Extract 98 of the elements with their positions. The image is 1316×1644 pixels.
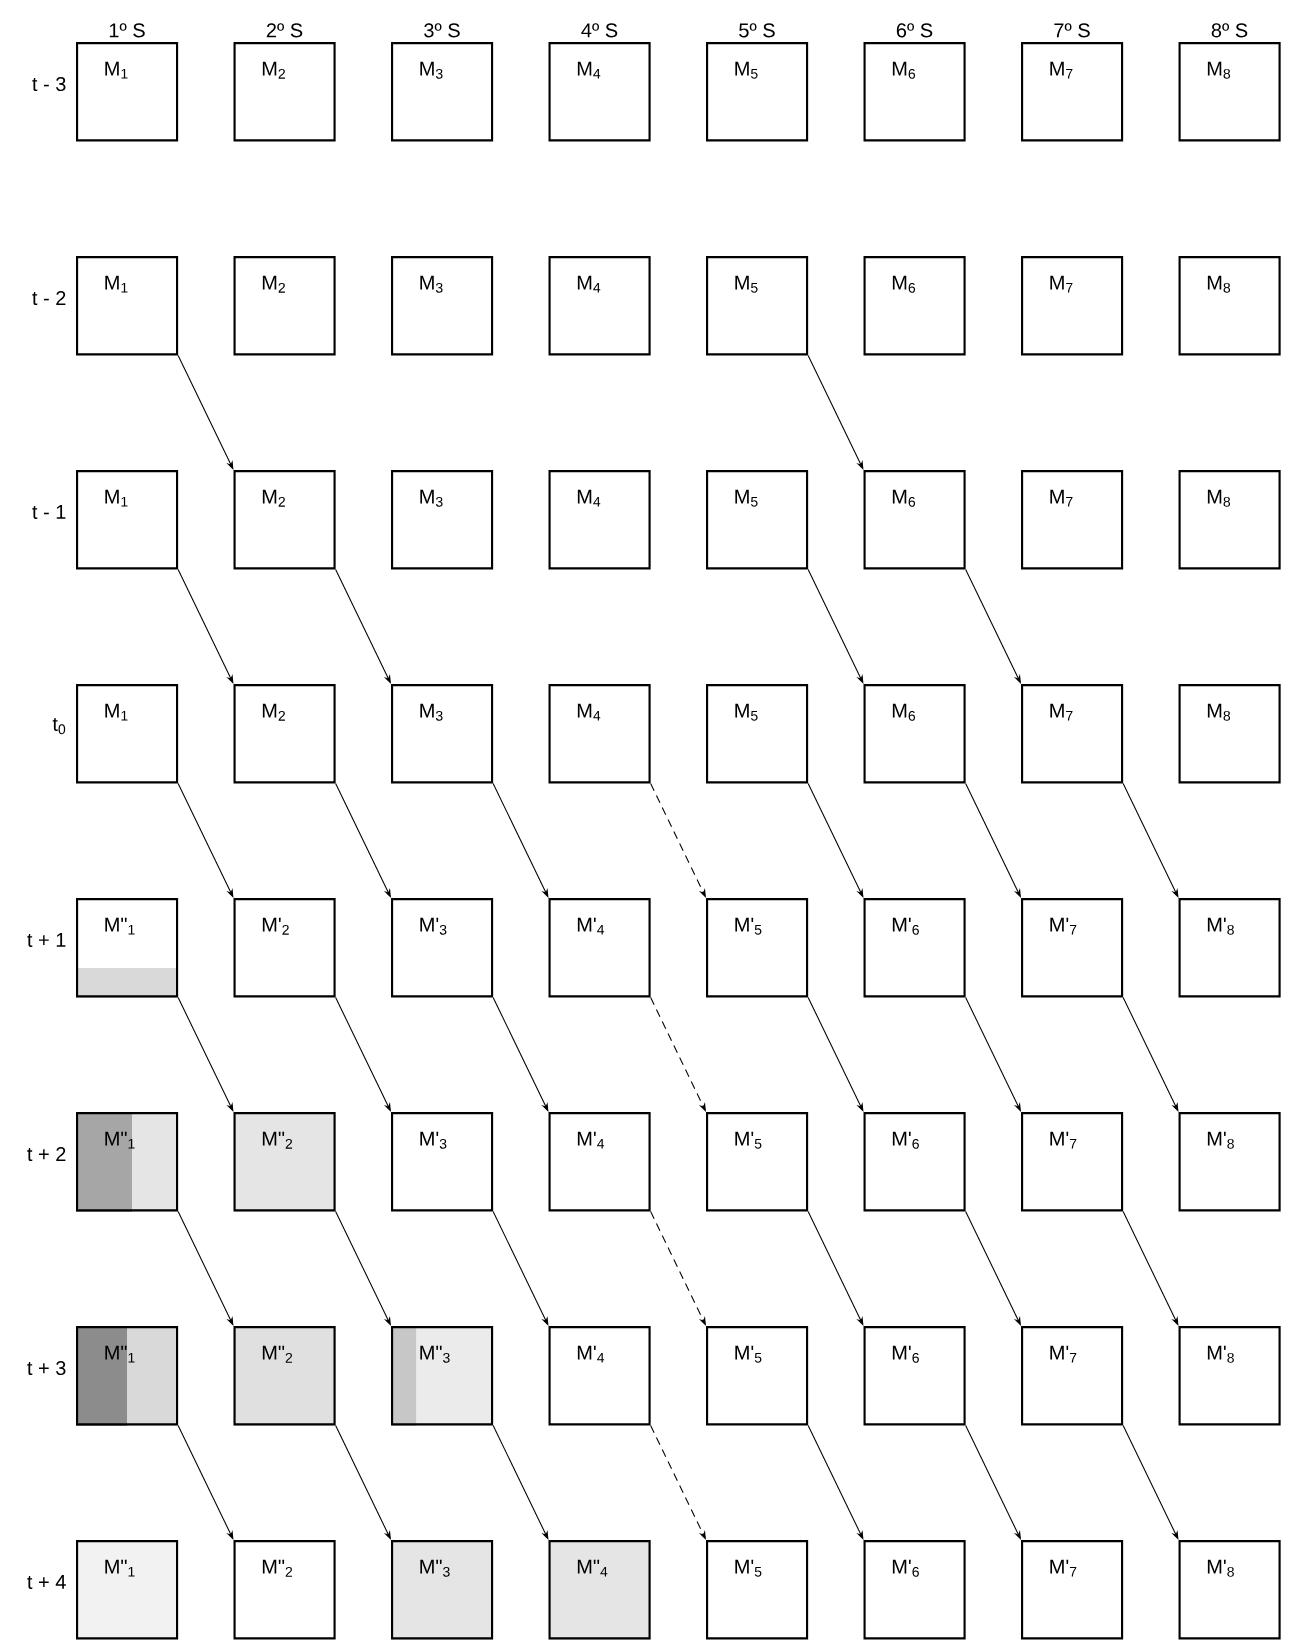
module-box: M'$_{5}$ (706, 1540, 809, 1640)
module-box: M$_{1}$ (76, 470, 179, 570)
module-box: M$_{3}$ (391, 42, 494, 142)
module-box: M'$_{4}$ (548, 1326, 651, 1426)
module-box: M'$_{8}$ (1178, 1540, 1281, 1640)
module-box: M$_{5}$ (706, 470, 809, 570)
module-box: M$_{1}$ (76, 684, 179, 784)
module-box: M$_{5}$ (706, 684, 809, 784)
arrow (492, 1210, 549, 1326)
arrow (492, 782, 549, 898)
module-box: M$_{4}$ (548, 470, 651, 570)
arrow (335, 568, 391, 684)
module-box: M'$_{5}$ (706, 1112, 809, 1212)
module-box: M$_{3}$ (391, 470, 494, 570)
module-box: M'$_{2}$ (233, 898, 336, 998)
arrow (650, 1424, 706, 1540)
module-box: M$_{2}$ (233, 684, 336, 784)
module-box: M$_{7}$ (1021, 42, 1124, 142)
module-box: M$_{2}$ (233, 42, 336, 142)
module-box: M"$_{1}$ (76, 1326, 179, 1426)
arrow (177, 568, 234, 684)
arrow (650, 1210, 706, 1326)
arrow (807, 1210, 864, 1326)
module-box: M'$_{8}$ (1178, 1326, 1281, 1426)
module-box: M'$_{7}$ (1021, 1112, 1124, 1212)
module-box: M$_{7}$ (1021, 256, 1124, 356)
module-box: M$_{7}$ (1021, 684, 1124, 784)
arrow (807, 354, 864, 470)
module-box: M'$_{6}$ (863, 1326, 966, 1426)
arrow (492, 1424, 549, 1540)
module-box: M'$_{7}$ (1021, 1326, 1124, 1426)
module-box: M"$_{1}$ (76, 1112, 179, 1212)
module-box: M$_{5}$ (706, 256, 809, 356)
module-box: M$_{8}$ (1178, 684, 1281, 784)
arrow (807, 782, 864, 898)
module-box: M$_{6}$ (863, 470, 966, 570)
module-box: M$_{4}$ (548, 684, 651, 784)
arrow (807, 1424, 864, 1540)
module-box: M'$_{5}$ (706, 1326, 809, 1426)
module-box: M'$_{8}$ (1178, 1112, 1281, 1212)
arrow (965, 1424, 1021, 1540)
arrow (807, 996, 864, 1112)
module-box: M'$_{8}$ (1178, 898, 1281, 998)
module-box: M"$_{2}$ (233, 1112, 336, 1212)
module-box: M"$_{3}$ (391, 1540, 494, 1640)
arrow (177, 782, 234, 898)
module-box: M'$_{7}$ (1021, 1540, 1124, 1640)
module-box: M"$_{1}$ (76, 898, 179, 998)
arrow (335, 996, 391, 1112)
module-box: M$_{4}$ (548, 42, 651, 142)
arrow (492, 996, 549, 1112)
arrow (965, 996, 1021, 1112)
module-box: M'$_{6}$ (863, 898, 966, 998)
arrow (965, 1210, 1021, 1326)
arrow (965, 782, 1021, 898)
arrow (335, 1424, 391, 1540)
module-box: M$_{1}$ (76, 42, 179, 142)
arrow (807, 568, 864, 684)
module-box: M$_{5}$ (706, 42, 809, 142)
module-box: M$_{6}$ (863, 256, 966, 356)
module-box: M"$_{2}$ (233, 1326, 336, 1426)
module-box: M'$_{7}$ (1021, 898, 1124, 998)
module-box: M'$_{4}$ (548, 1112, 651, 1212)
arrow (1122, 782, 1179, 898)
module-box: M$_{8}$ (1178, 256, 1281, 356)
module-box: M'$_{3}$ (391, 1112, 494, 1212)
module-box: M$_{6}$ (863, 42, 966, 142)
module-box: M$_{2}$ (233, 470, 336, 570)
module-box: M$_{4}$ (548, 256, 651, 356)
arrow (177, 354, 234, 470)
arrow (965, 568, 1021, 684)
module-box: M$_{1}$ (76, 256, 179, 356)
module-box: M$_{7}$ (1021, 470, 1124, 570)
module-box: M$_{8}$ (1178, 42, 1281, 142)
module-box: M$_{3}$ (391, 684, 494, 784)
module-box: M'$_{6}$ (863, 1112, 966, 1212)
module-box: M$_{8}$ (1178, 470, 1281, 570)
module-box: M"$_{3}$ (391, 1326, 494, 1426)
module-box: M"$_{2}$ (233, 1540, 336, 1640)
arrow (335, 782, 391, 898)
arrow (1122, 1210, 1179, 1326)
arrow (650, 996, 706, 1112)
module-box: M'$_{4}$ (548, 898, 651, 998)
arrow (1122, 996, 1179, 1112)
module-box: M'$_{6}$ (863, 1540, 966, 1640)
module-box: M$_{3}$ (391, 256, 494, 356)
arrow (177, 1424, 234, 1540)
module-box: M'$_{5}$ (706, 898, 809, 998)
arrow (1122, 1424, 1179, 1540)
arrow (177, 1210, 234, 1326)
arrow (335, 1210, 391, 1326)
module-box: M$_{2}$ (233, 256, 336, 356)
module-box: M"$_{4}$ (548, 1540, 651, 1640)
module-box: M'$_{3}$ (391, 898, 494, 998)
arrow (177, 996, 234, 1112)
module-box: M$_{6}$ (863, 684, 966, 784)
module-box: M"$_{1}$ (76, 1540, 179, 1640)
arrow (650, 782, 706, 898)
